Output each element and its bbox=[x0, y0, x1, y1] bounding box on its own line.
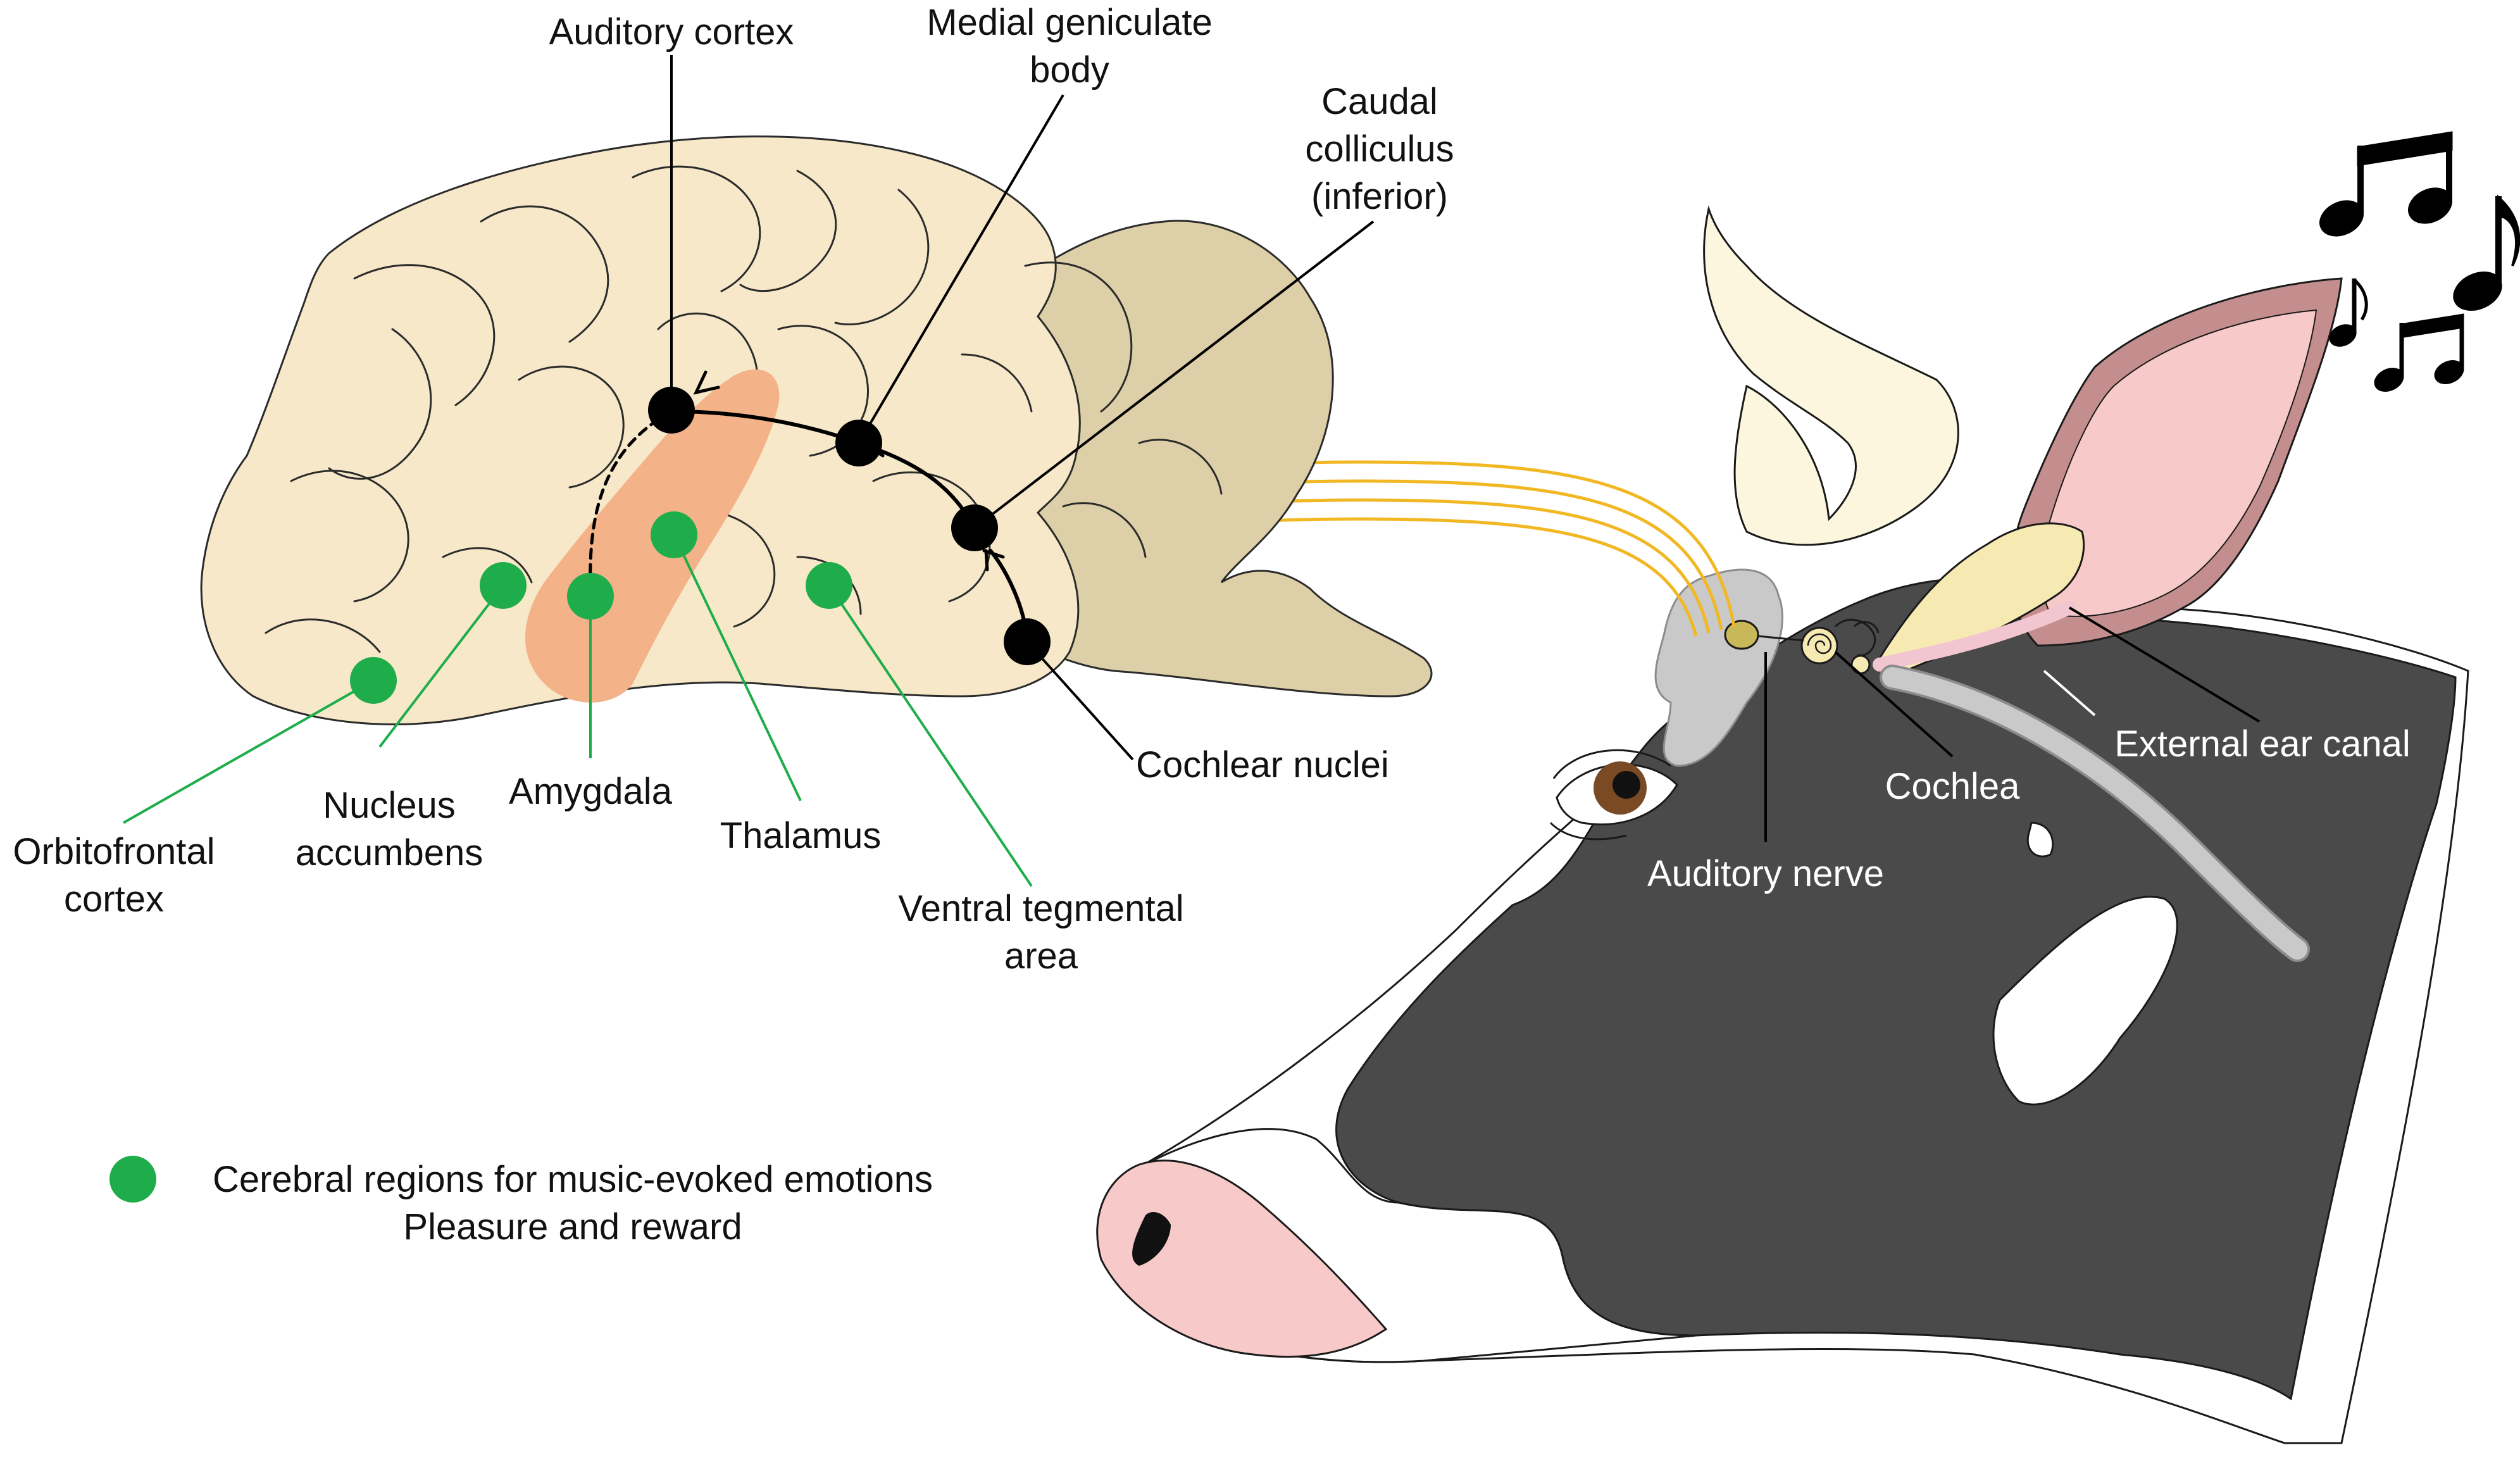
node-medial-geniculate bbox=[835, 420, 882, 466]
label-vta-2: area bbox=[1004, 935, 1078, 977]
node-vta bbox=[806, 562, 852, 609]
node-orbitofrontal bbox=[350, 657, 397, 704]
inner-ear-region bbox=[1654, 568, 1783, 767]
node-cochlear-nuclei bbox=[1004, 618, 1051, 665]
ear-labels: Auditory nerve Cochlea External ear cana… bbox=[1647, 723, 2411, 894]
cerebrum bbox=[200, 135, 1081, 725]
cow-nose bbox=[1096, 1160, 1388, 1358]
legend-swatch bbox=[109, 1156, 156, 1203]
emotion-region-nodes bbox=[350, 511, 852, 704]
label-caudal-colliculus-1: Caudal bbox=[1321, 81, 1438, 122]
node-caudal-colliculus bbox=[951, 504, 998, 551]
cow-head bbox=[1096, 205, 2469, 1444]
label-caudal-colliculus-3: (inferior) bbox=[1311, 176, 1448, 217]
label-thalamus: Thalamus bbox=[720, 815, 882, 856]
label-caudal-colliculus-2: colliculus bbox=[1305, 128, 1454, 170]
label-external-ear-canal: External ear canal bbox=[2114, 723, 2410, 765]
label-amygdala: Amygdala bbox=[509, 771, 673, 812]
node-auditory-cortex bbox=[648, 387, 695, 434]
label-medial-geniculate-1: Medial geniculate bbox=[926, 2, 1212, 43]
node-nucleus-accumbens bbox=[480, 562, 527, 609]
node-amygdala bbox=[567, 573, 614, 620]
label-vta-1: Ventral tegmental bbox=[898, 888, 1183, 929]
cochlea-shape bbox=[1800, 618, 1880, 675]
label-medial-geniculate-2: body bbox=[1030, 49, 1109, 91]
cow-horn bbox=[1703, 205, 1959, 546]
legend-line-1: Cerebral regions for music-evoked emotio… bbox=[213, 1159, 933, 1200]
label-nucleus-accumbens-1: Nucleus bbox=[323, 785, 456, 826]
label-orbitofrontal-1: Orbitofrontal bbox=[13, 831, 215, 872]
label-cochlea: Cochlea bbox=[1885, 766, 2021, 807]
node-thalamus bbox=[651, 511, 697, 558]
label-auditory-nerve: Auditory nerve bbox=[1647, 853, 1884, 894]
label-nucleus-accumbens-2: accumbens bbox=[296, 832, 483, 873]
leader-lines-black bbox=[670, 55, 2261, 842]
label-orbitofrontal-2: cortex bbox=[64, 879, 164, 920]
legend: Cerebral regions for music-evoked emotio… bbox=[109, 1156, 933, 1248]
cow-eye bbox=[1549, 749, 1678, 841]
label-cochlear-nuclei: Cochlear nuclei bbox=[1136, 744, 1389, 785]
auditory-nodes bbox=[648, 387, 1051, 665]
auditory-nerve-bulb bbox=[1724, 620, 1759, 650]
brain-labels: Auditory cortex Medial geniculate body C… bbox=[13, 2, 1454, 977]
leader-lines-green bbox=[123, 534, 1033, 887]
music-notes-icon bbox=[2319, 131, 2520, 392]
label-auditory-cortex: Auditory cortex bbox=[549, 11, 794, 53]
leader-lines-white bbox=[2043, 670, 2096, 716]
legend-line-2: Pleasure and reward bbox=[403, 1206, 742, 1248]
cow-nostril bbox=[1132, 1212, 1171, 1266]
